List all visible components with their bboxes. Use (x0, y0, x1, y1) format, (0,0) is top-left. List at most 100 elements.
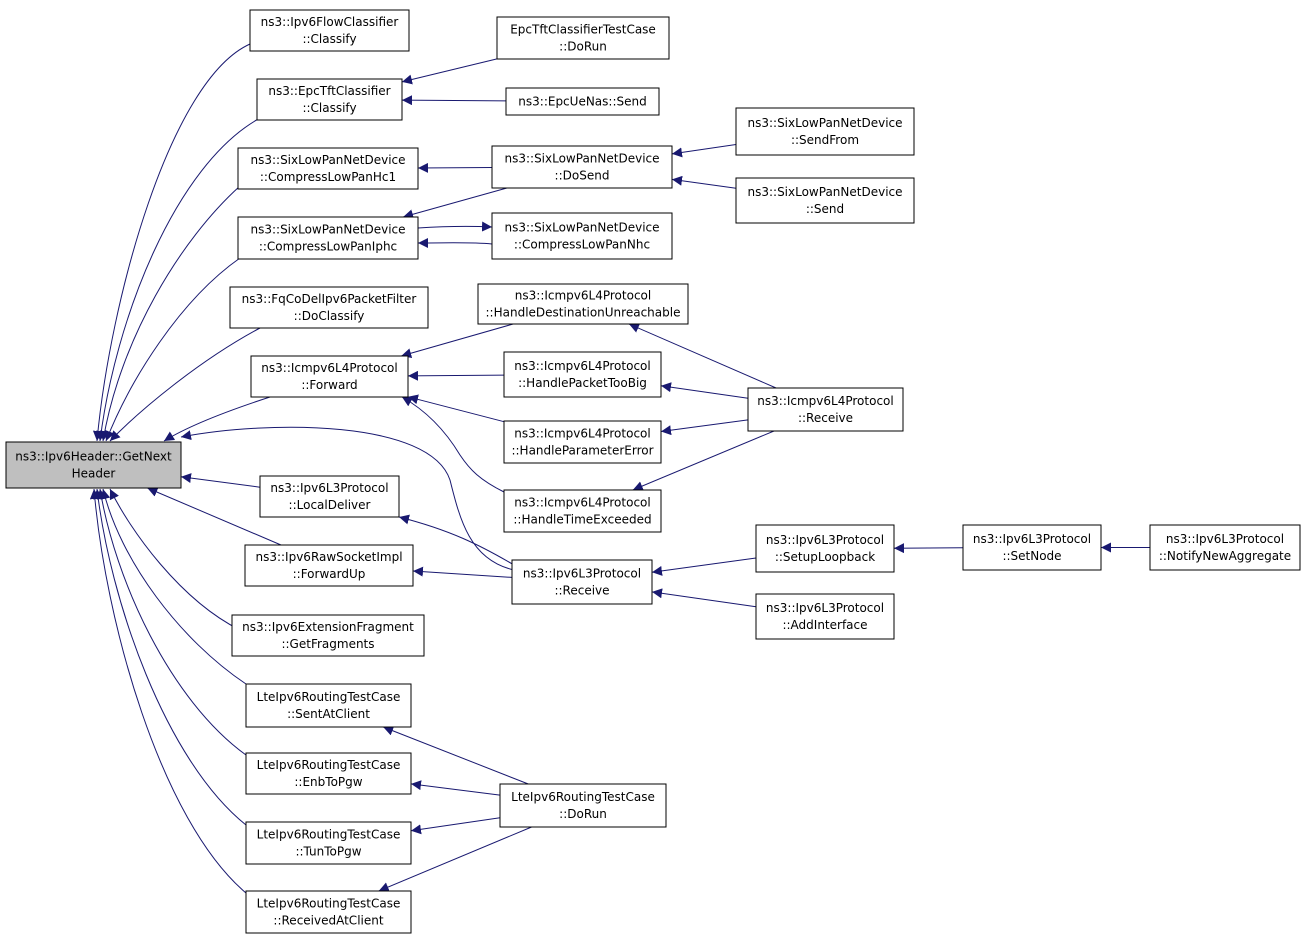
node-box[interactable] (755, 524, 895, 573)
node-box[interactable] (244, 544, 414, 587)
node-timeexc[interactable]: ns3::Icmpv6L4Protocol::HandleTimeExceede… (503, 489, 662, 533)
node-box[interactable] (237, 147, 419, 190)
node-box[interactable] (245, 752, 412, 795)
node-label-line: ns3::Ipv6L3Protocol (270, 481, 388, 495)
node-label-line: ns3::SixLowPanNetDevice (250, 223, 405, 237)
node-label-line: ns3::Ipv6L3Protocol (973, 532, 1091, 546)
node-box[interactable] (747, 387, 904, 432)
node-box[interactable] (755, 593, 895, 640)
node-fqcodel[interactable]: ns3::FqCoDelIpv6PacketFilter::DoClassify (229, 286, 429, 329)
node-label-line: Header (72, 467, 116, 481)
node-box[interactable] (1149, 524, 1301, 571)
node-epctestrun[interactable]: EpcTftClassifierTestCase::DoRun (496, 16, 670, 60)
node-box[interactable] (503, 489, 662, 533)
node-enbpgw[interactable]: LteIpv6RoutingTestCase::EnbToPgw (245, 752, 412, 795)
node-rawfwd[interactable]: ns3::Ipv6RawSocketImpl::ForwardUp (244, 544, 414, 587)
node-comphc1[interactable]: ns3::SixLowPanNetDevice::CompressLowPanH… (237, 147, 419, 190)
edge-dosend-to-compiphc (402, 187, 508, 220)
edge-destunreach-to-icmpfwd (401, 323, 514, 359)
edge-icmprecv-to-paramerr (660, 419, 749, 436)
node-box[interactable] (237, 216, 419, 260)
node-label-line: ns3::FqCoDelIpv6PacketFilter (242, 292, 417, 306)
node-compiphc[interactable]: ns3::SixLowPanNetDevice::CompressLowPanI… (237, 216, 419, 260)
node-box[interactable] (503, 420, 662, 464)
edge-ltedorun-to-sentclient (383, 726, 529, 785)
node-box[interactable] (477, 283, 689, 325)
node-box[interactable] (735, 107, 915, 156)
node-label-line: ::Receive (554, 584, 609, 598)
node-label-line: ::HandleDestinationUnreachable (486, 306, 681, 320)
node-l3recv[interactable]: ns3::Ipv6L3Protocol::Receive (511, 559, 653, 605)
node-setuploop[interactable]: ns3::Ipv6L3Protocol::SetupLoopback (755, 524, 895, 573)
node-box[interactable] (245, 890, 412, 934)
node-box[interactable] (491, 212, 673, 260)
node-box[interactable] (231, 614, 425, 657)
edge-sixsend-to-dosend (671, 175, 737, 189)
node-box[interactable] (250, 355, 409, 398)
node-dosend[interactable]: ns3::SixLowPanNetDevice::DoSend (491, 145, 673, 189)
node-addif[interactable]: ns3::Ipv6L3Protocol::AddInterface (755, 593, 895, 640)
node-sixsend[interactable]: ns3::SixLowPanNetDevice::Send (735, 177, 915, 224)
node-label-line: ns3::Icmpv6L4Protocol (514, 427, 650, 441)
edge-flowcls-to-root (92, 43, 251, 442)
node-box[interactable] (962, 524, 1102, 571)
node-icmprecv[interactable]: ns3::Icmpv6L4Protocol::Receive (747, 387, 904, 432)
node-label-line: EpcTftClassifierTestCase (510, 23, 656, 37)
node-box[interactable] (249, 9, 410, 52)
node-sendfrom[interactable]: ns3::SixLowPanNetDevice::SendFrom (735, 107, 915, 156)
node-label-line: ns3::Ipv6Header::GetNext (15, 450, 172, 464)
node-flowcls[interactable]: ns3::Ipv6FlowClassifier::Classify (249, 9, 410, 52)
node-label-line: LteIpv6RoutingTestCase (257, 828, 401, 842)
edge-ltedorun-to-tunpgw (410, 817, 501, 835)
node-pkttoobig[interactable]: ns3::Icmpv6L4Protocol::HandlePacketTooBi… (503, 351, 662, 398)
node-box[interactable] (256, 78, 403, 121)
node-label-line: ns3::Ipv6L3Protocol (766, 601, 884, 615)
node-box[interactable] (505, 87, 660, 116)
node-box[interactable] (499, 783, 667, 828)
node-box[interactable] (503, 351, 662, 398)
node-box[interactable] (491, 145, 673, 189)
edge-compiphc-to-root (105, 257, 241, 442)
edge-setuploop-to-l3recv (651, 557, 757, 576)
node-label-line: ::TunToPgw (295, 845, 361, 859)
node-box[interactable] (735, 177, 915, 224)
node-box[interactable] (496, 16, 670, 60)
edge-tunpgw-to-root (93, 488, 247, 826)
node-recvclient[interactable]: LteIpv6RoutingTestCase::ReceivedAtClient (245, 890, 412, 934)
node-label-line: ns3::EpcUeNas::Send (518, 95, 646, 109)
node-label-line: ::Forward (301, 378, 357, 392)
edge-l3recv-to-localdeliver (398, 514, 515, 566)
node-box[interactable] (245, 821, 412, 865)
node-paramerr[interactable]: ns3::Icmpv6L4Protocol::HandleParameterEr… (503, 420, 662, 464)
node-label-line: ::NotifyNewAggregate (1159, 549, 1291, 563)
edge-pkttoobig-to-icmpfwd (407, 370, 505, 381)
node-destunreach[interactable]: ns3::Icmpv6L4Protocol::HandleDestination… (477, 283, 689, 325)
node-epccls[interactable]: ns3::EpcTftClassifier::Classify (256, 78, 403, 121)
node-label-line: ::Classify (302, 101, 356, 115)
node-label-line: ::CompressLowPanIphc (259, 240, 397, 254)
node-notifyagg[interactable]: ns3::Ipv6L3Protocol::NotifyNewAggregate (1149, 524, 1301, 571)
node-label-line: ns3::Ipv6ExtensionFragment (242, 620, 414, 634)
node-sentclient[interactable]: LteIpv6RoutingTestCase::SentAtClient (245, 683, 412, 728)
node-icmpfwd[interactable]: ns3::Icmpv6L4Protocol::Forward (250, 355, 409, 398)
node-compnhc[interactable]: ns3::SixLowPanNetDevice::CompressLowPanN… (491, 212, 673, 260)
node-box[interactable] (245, 683, 412, 728)
node-box[interactable] (229, 286, 429, 329)
edge-icmprecv-to-destunreach (628, 323, 777, 389)
edge-ltedorun-to-enbpgw (410, 780, 501, 796)
node-label-line: ::Receive (798, 411, 853, 425)
node-ltedorun[interactable]: LteIpv6RoutingTestCase::DoRun (499, 783, 667, 828)
node-extfrag[interactable]: ns3::Ipv6ExtensionFragment::GetFragments (231, 614, 425, 657)
node-box[interactable] (5, 441, 182, 489)
node-uenas[interactable]: ns3::EpcUeNas::Send (505, 87, 660, 116)
node-tunpgw[interactable]: LteIpv6RoutingTestCase::TunToPgw (245, 821, 412, 865)
node-box[interactable] (259, 475, 400, 518)
node-box[interactable] (511, 559, 653, 605)
node-localdeliver[interactable]: ns3::Ipv6L3Protocol::LocalDeliver (259, 475, 400, 518)
node-label-line: ns3::SixLowPanNetDevice (747, 116, 902, 130)
node-setnode[interactable]: ns3::Ipv6L3Protocol::SetNode (962, 524, 1102, 571)
node-label-line: ::DoRun (559, 807, 607, 821)
node-label-line: ns3::Icmpv6L4Protocol (514, 496, 650, 510)
